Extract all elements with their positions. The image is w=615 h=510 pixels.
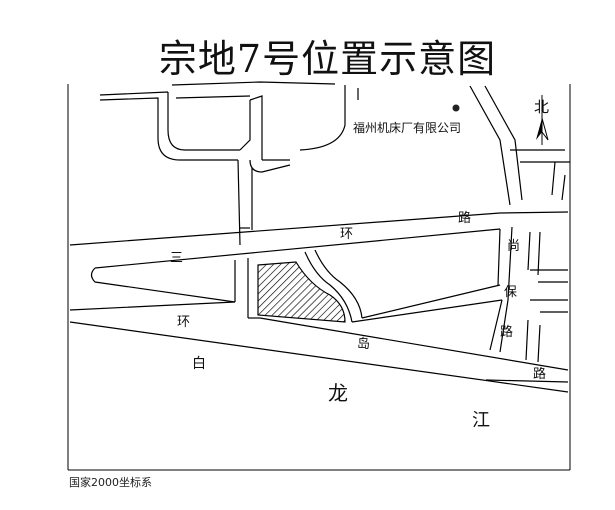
- road-label-bao: 保: [504, 285, 517, 300]
- label-fragment: 白: [192, 356, 206, 372]
- road-label-san: 三: [170, 251, 183, 266]
- road-label-lu-right: 路: [533, 366, 546, 382]
- road-label-dao: 岛: [357, 336, 370, 352]
- road-network: [69, 81, 570, 393]
- river-label-long: 龙: [328, 381, 348, 405]
- road-label-huan-bottom: 环: [177, 315, 190, 330]
- road-label-lu-top: 路: [458, 210, 471, 226]
- map-frame: [67, 84, 571, 471]
- landmark-label: 福州机床厂有限公司: [353, 120, 461, 135]
- landmark-point-icon: [452, 104, 460, 112]
- road-label-huan-top: 环: [340, 227, 353, 242]
- road-label-shang: 尚: [507, 239, 520, 254]
- north-arrow-icon: [536, 95, 549, 145]
- river-label-jiang: 江: [472, 410, 490, 431]
- road-label-lu-shangbao: 路: [500, 324, 513, 340]
- map-title: 宗地7号位置示意图: [158, 37, 497, 81]
- parcel-7-area: [257, 261, 346, 323]
- north-label: 北: [534, 98, 549, 116]
- coordinate-system-label: 国家2000坐标系: [69, 476, 152, 489]
